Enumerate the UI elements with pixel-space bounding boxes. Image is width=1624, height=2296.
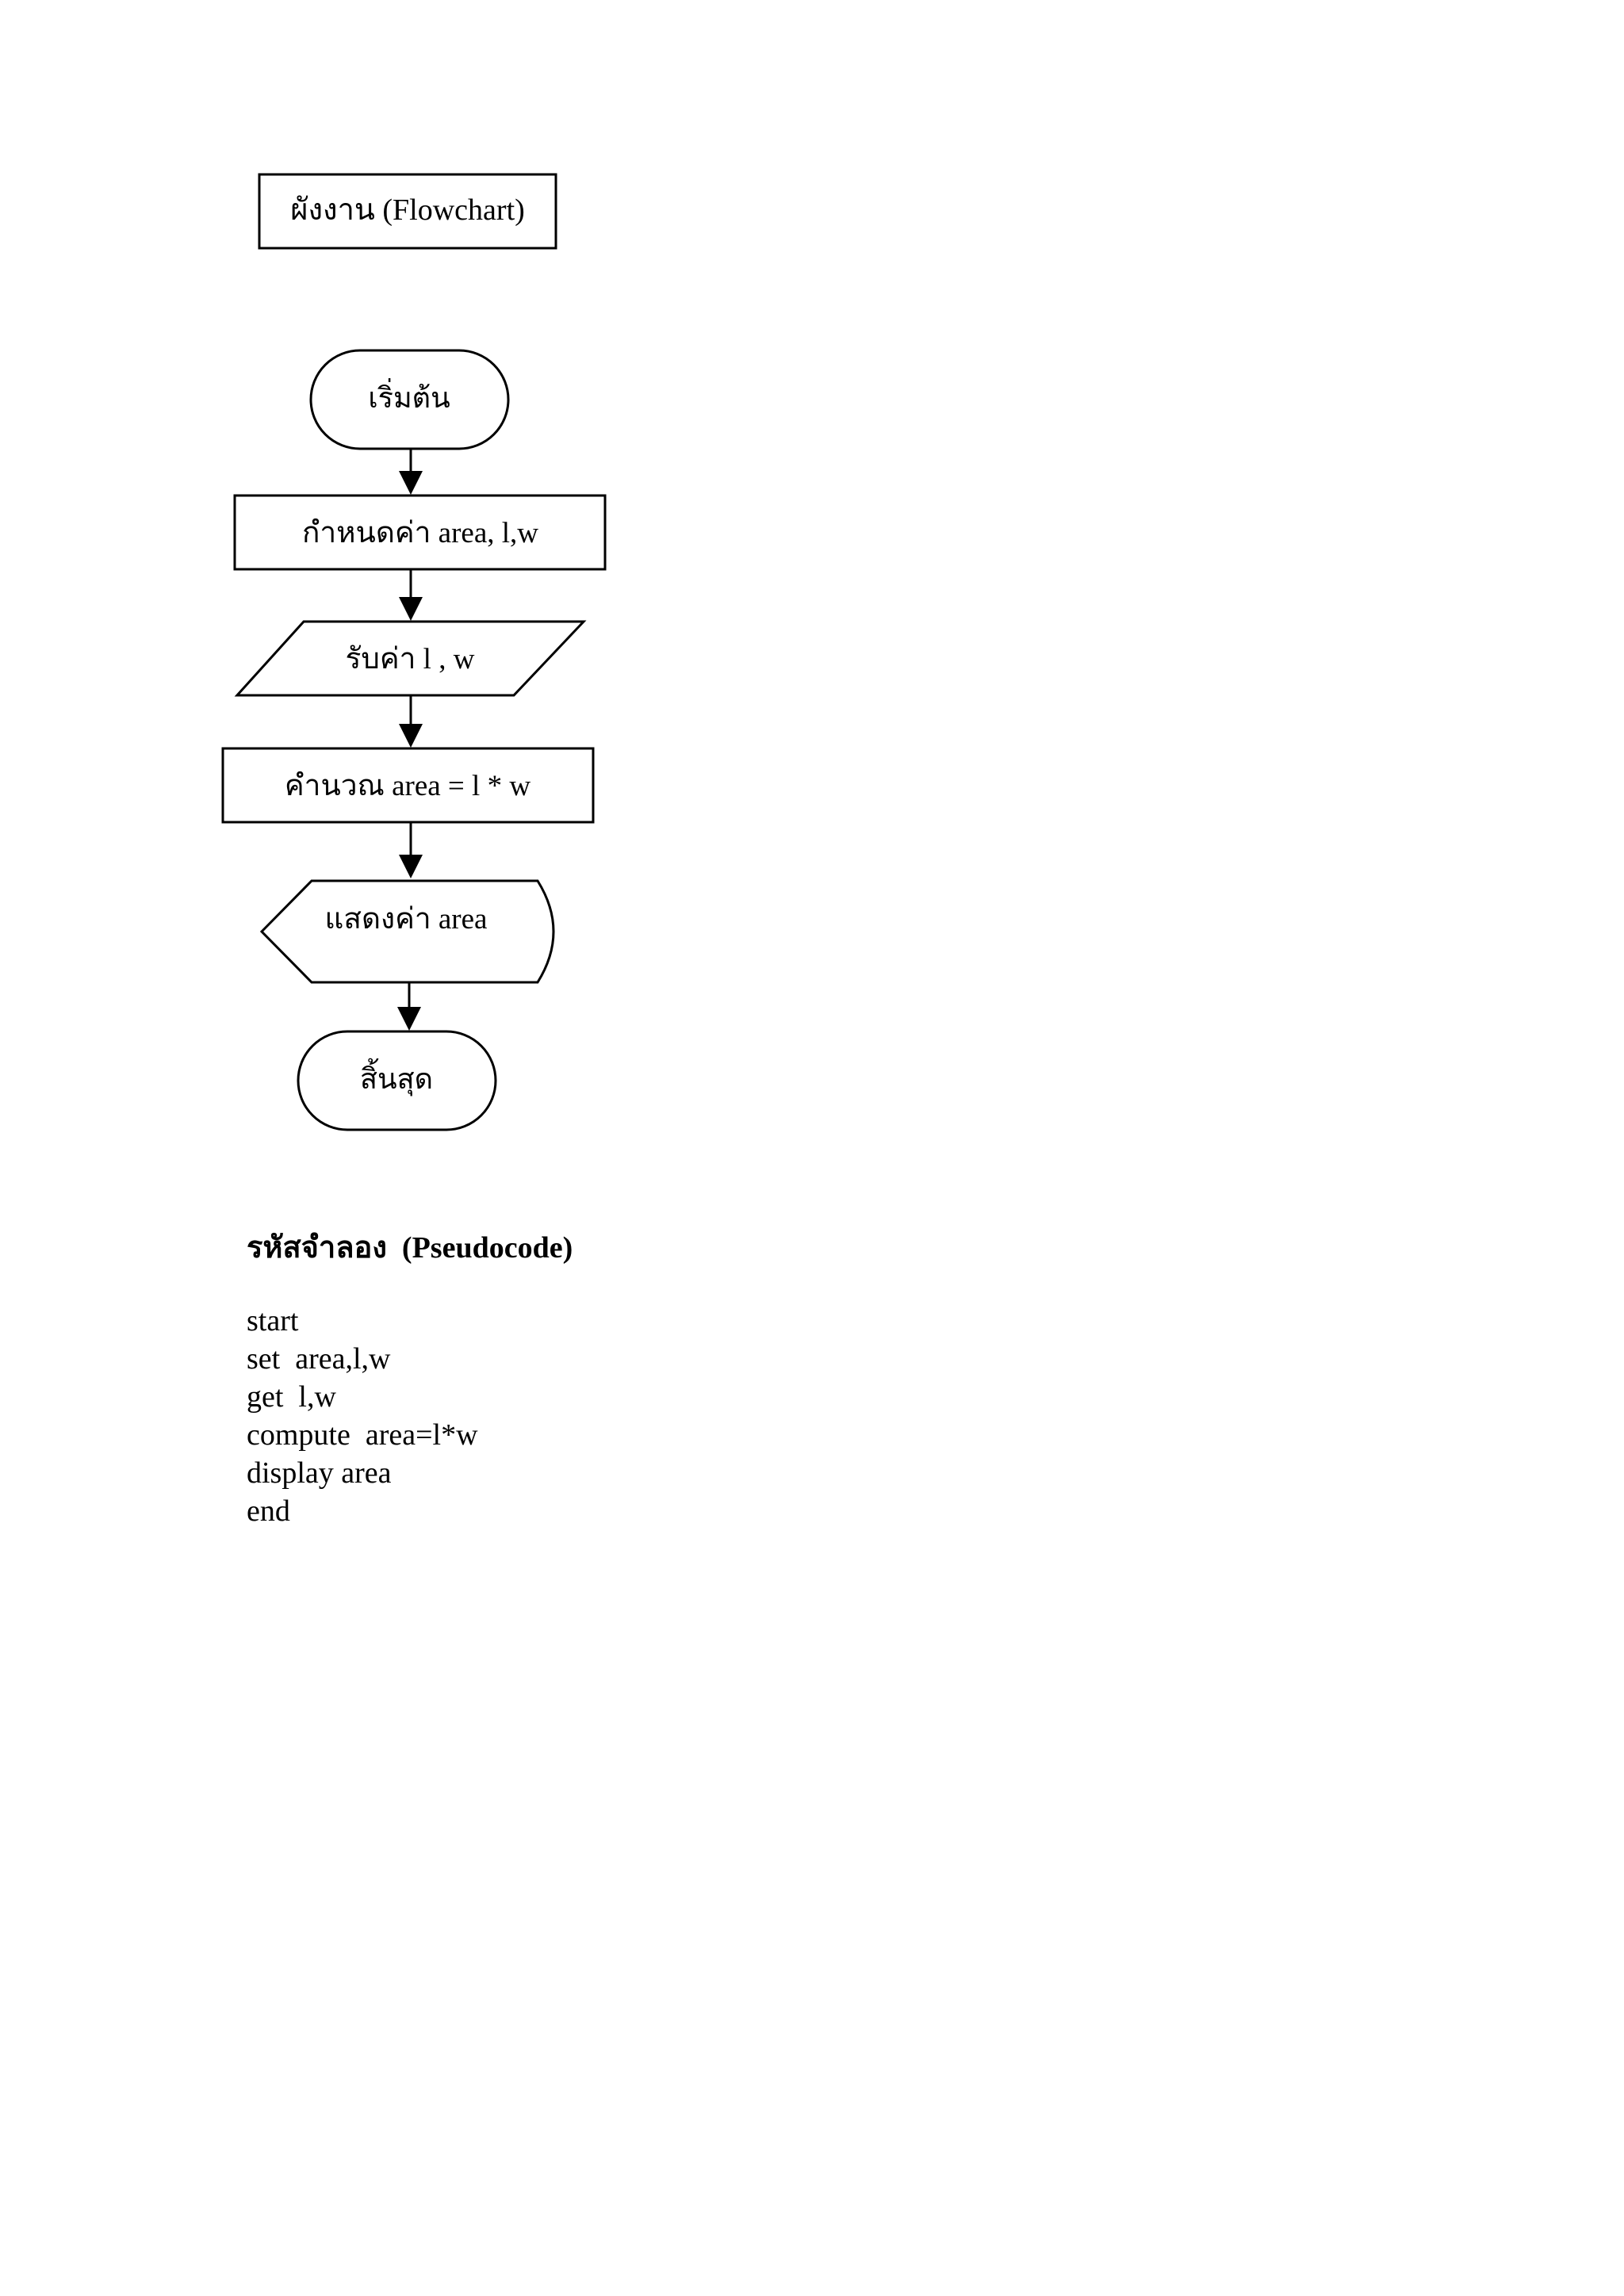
compute-label: คำนวณ area = l * w [285,770,530,802]
start-label: เริ่มต้น [368,378,450,414]
start-terminal: เริ่มต้น [309,349,510,450]
compute-process-box: คำนวณ area = l * w [221,747,595,824]
flowchart-diagram: ผังงาน (Flowchart) เริ่มต้น กำหนดค่า are… [221,173,607,1131]
pseudocode-title: รหัสจำลอง (Pseudocode) [247,1231,573,1265]
input-label: รับค่า l , w [346,643,475,675]
pseudocode-section: รหัสจำลอง (Pseudocode) start set area,l,… [247,1229,573,1530]
pseudocode-line: display area [247,1456,392,1490]
init-process-box: กำหนดค่า area, l,w [233,494,607,571]
flowchart-title: ผังงาน (Flowchart) [290,193,525,227]
display-shape: แสดงค่า area [259,879,555,984]
end-terminal: สิ้นสุด [297,1030,497,1131]
init-label: กำหนดค่า area, l,w [302,517,538,549]
pseudocode-line: get l,w [247,1380,336,1414]
display-label: แสดงค่า area [325,903,488,936]
input-parallelogram: รับค่า l , w [234,620,587,697]
pseudocode-line: compute area=l*w [247,1418,478,1452]
flowchart-title-box: ผังงาน (Flowchart) [258,173,557,250]
end-label: สิ้นสุด [360,1058,433,1096]
pseudocode-line: start [247,1304,299,1337]
pseudocode-line: set area,l,w [247,1342,391,1376]
pseudocode-line: end [247,1494,290,1528]
